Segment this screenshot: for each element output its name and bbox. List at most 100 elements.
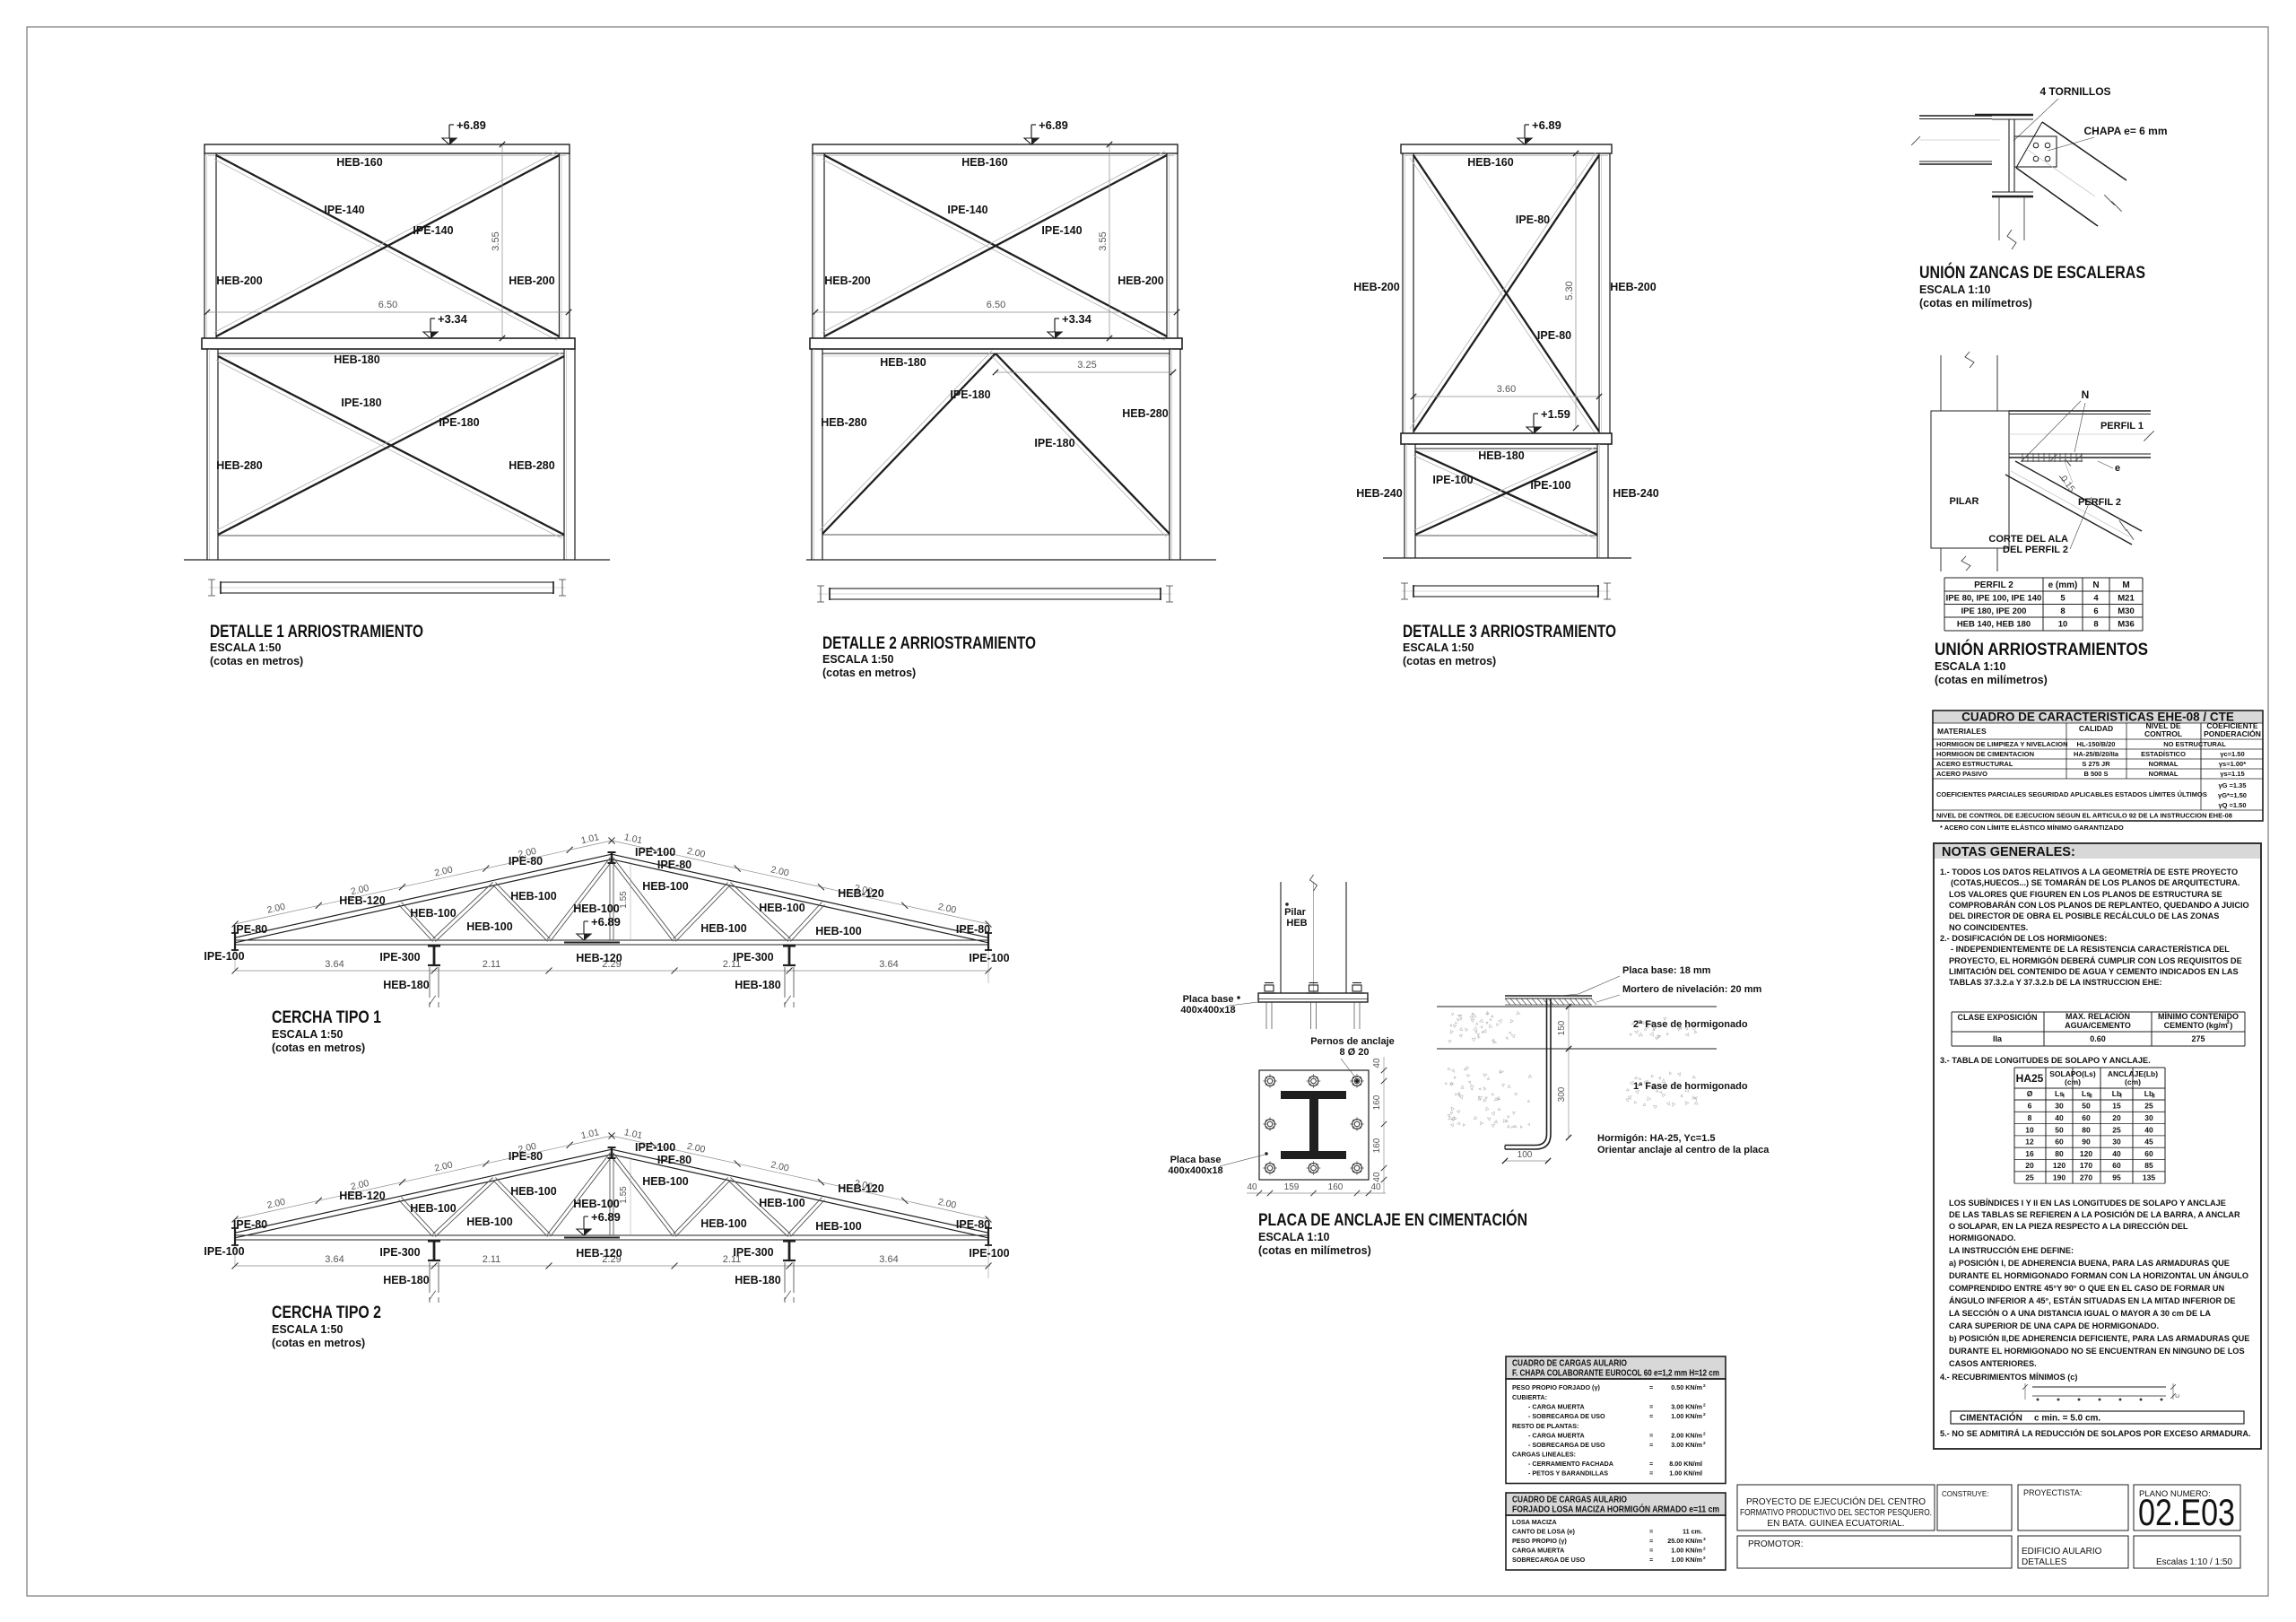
svg-text:LIMITACIÓN DEL CONTENIDO DE AG: LIMITACIÓN DEL CONTENIDO DE AGUA Y CEMEN… (1949, 966, 2239, 976)
svg-text:25: 25 (2025, 1173, 2034, 1182)
svg-text:CANTO DE LOSA (e): CANTO DE LOSA (e) (1512, 1528, 1575, 1536)
svg-text:HEB-180: HEB-180 (334, 353, 379, 366)
svg-text:=: = (1649, 1403, 1653, 1411)
svg-text:HEB-180: HEB-180 (880, 356, 926, 369)
svg-text:1.- TODOS LOS DATOS RELATIVOS: 1.- TODOS LOS DATOS RELATIVOS A LA GEOME… (1940, 867, 2238, 876)
svg-text:+1.59: +1.59 (1541, 407, 1570, 421)
svg-text:HA25: HA25 (2016, 1072, 2044, 1085)
svg-text:50: 50 (2082, 1102, 2091, 1111)
svg-text:II: II (2089, 1094, 2092, 1100)
svg-text:ESCALA 1:50: ESCALA 1:50 (272, 1323, 343, 1336)
svg-text:30: 30 (2055, 1102, 2064, 1111)
svg-text:2.11: 2.11 (723, 959, 742, 970)
svg-text:IPE-180: IPE-180 (1034, 437, 1074, 449)
svg-text:CONSTRUYE:: CONSTRUYE: (1942, 1490, 1988, 1498)
svg-text:M30: M30 (2118, 606, 2134, 616)
svg-text:2.00: 2.00 (266, 902, 287, 916)
svg-text:HEB-180: HEB-180 (735, 979, 780, 991)
svg-text:(cotas en metros): (cotas en metros) (272, 1042, 365, 1054)
svg-text:2.11: 2.11 (723, 1254, 742, 1265)
svg-text:30: 30 (2112, 1138, 2121, 1147)
svg-text:40: 40 (1372, 1058, 1382, 1068)
svg-text:DETALLE 1 ARRIOSTRAMIENTO: DETALLE 1 ARRIOSTRAMIENTO (210, 623, 423, 641)
svg-text:2: 2 (1703, 1556, 1706, 1561)
svg-text:DETALLES: DETALLES (2022, 1557, 2067, 1567)
svg-text:60: 60 (2144, 1149, 2153, 1158)
svg-text:0.50 KN/m: 0.50 KN/m (1671, 1383, 1702, 1391)
svg-text:CUADRO DE CARACTERISTICAS EHE-: CUADRO DE CARACTERISTICAS EHE-08 / CTE (1961, 711, 2234, 724)
svg-text:HEB: HEB (1286, 918, 1307, 929)
svg-text:=: = (1649, 1383, 1653, 1391)
svg-text:159: 159 (1284, 1182, 1300, 1192)
svg-text:80: 80 (2055, 1149, 2064, 1158)
svg-text:COEFICIENTES PARCIALES SEGURID: COEFICIENTES PARCIALES SEGURIDAD APLICAB… (1936, 790, 2207, 798)
svg-text:5.- NO SE ADMITIRÁ LA REDUCCIÓ: 5.- NO SE ADMITIRÁ LA REDUCCIÓN DE SOLAP… (1940, 1428, 2251, 1438)
svg-text:(cm): (cm) (2065, 1077, 2081, 1086)
svg-text:12: 12 (2025, 1138, 2034, 1147)
svg-text:20: 20 (2025, 1161, 2034, 1170)
svg-text:3.64: 3.64 (879, 1254, 898, 1265)
svg-text:400x400x18: 400x400x18 (1180, 1005, 1235, 1016)
svg-text:SOLAPO(Ls): SOLAPO(Ls) (2049, 1069, 2096, 1078)
svg-text:2: 2 (1703, 1432, 1706, 1437)
svg-text:HEB-160: HEB-160 (336, 156, 382, 169)
svg-text:40: 40 (2112, 1149, 2121, 1158)
svg-text:CARA SUPERIOR DE UNA CAPA DE H: CARA SUPERIOR DE UNA CAPA DE HORMIGONADO… (1949, 1321, 2159, 1330)
svg-text:B 500 S: B 500 S (2083, 770, 2108, 778)
svg-text:=: = (1649, 1537, 1653, 1545)
svg-text:HA-25/B/20/IIa: HA-25/B/20/IIa (2074, 750, 2119, 758)
svg-text:ACERO PASIVO: ACERO PASIVO (1936, 770, 1987, 778)
svg-text:0.60: 0.60 (2090, 1034, 2106, 1043)
svg-text:TABLAS 37.3.2.a Y 37.3.2.b DE: TABLAS 37.3.2.a Y 37.3.2.b DE LA INSTRUC… (1949, 978, 2162, 987)
svg-text:N: N (2082, 388, 2090, 401)
svg-text:25: 25 (2144, 1102, 2153, 1111)
svg-text:NIVEL DE CONTROL DE EJECUCION: NIVEL DE CONTROL DE EJECUCION SEGUN EL A… (1936, 812, 2232, 820)
svg-text:=: = (1649, 1469, 1653, 1478)
svg-text:3.64: 3.64 (325, 959, 344, 970)
svg-text:CORTE DEL ALA: CORTE DEL ALA (1988, 534, 2068, 545)
svg-text:M36: M36 (2118, 620, 2134, 630)
svg-text:3: 3 (1703, 1537, 1706, 1542)
svg-text:IPE-100: IPE-100 (204, 950, 244, 963)
svg-text:10: 10 (2025, 1125, 2034, 1134)
svg-text:HEB-200: HEB-200 (1610, 281, 1656, 293)
svg-text:Ø: Ø (2027, 1089, 2033, 1098)
svg-text:170: 170 (2080, 1161, 2092, 1170)
svg-text:b) POSICIÓN II,DE ADHERENCIA D: b) POSICIÓN II,DE ADHERENCIA DEFICIENTE,… (1949, 1333, 2249, 1343)
svg-text:- SOBRECARGA DE USO: - SOBRECARGA DE USO (1528, 1441, 1605, 1449)
svg-text:1ª Fase de hormigonado: 1ª Fase de hormigonado (1633, 1081, 1748, 1092)
svg-text:HEB-120: HEB-120 (576, 952, 622, 964)
svg-text:5: 5 (2060, 594, 2066, 604)
svg-text:ESCALA 1:50: ESCALA 1:50 (822, 653, 893, 666)
svg-text:CLASE EXPOSICIÓN: CLASE EXPOSICIÓN (1957, 1012, 2037, 1022)
svg-text:HEB-280: HEB-280 (509, 459, 554, 472)
svg-text:8: 8 (2060, 606, 2065, 616)
svg-text:HEB-100: HEB-100 (410, 907, 456, 920)
svg-text:Ls: Ls (2055, 1089, 2064, 1098)
svg-text:HEB-100: HEB-100 (510, 890, 556, 903)
svg-text:CASOS ANTERIORES.: CASOS ANTERIORES. (1949, 1359, 2037, 1368)
svg-text:PESO PROPIO (γ): PESO PROPIO (γ) (1512, 1537, 1567, 1545)
svg-text:N: N (2092, 580, 2099, 590)
svg-text:2.00: 2.00 (686, 846, 707, 860)
svg-text:(cm): (cm) (2125, 1077, 2141, 1086)
svg-text:1.00 KN/m: 1.00 KN/m (1671, 1556, 1702, 1564)
svg-text:HEB-120: HEB-120 (838, 1182, 883, 1195)
svg-text:Lb: Lb (2112, 1089, 2121, 1098)
svg-text:HEB-180: HEB-180 (1478, 449, 1524, 462)
svg-text:Escalas 1:10 / 1:50: Escalas 1:10 / 1:50 (2156, 1557, 2232, 1567)
svg-text:SOBRECARGA DE USO: SOBRECARGA DE USO (1512, 1556, 1586, 1564)
svg-text:300: 300 (1557, 1086, 1567, 1102)
svg-text:DE LAS TABLAS SE REFIEREN A LA: DE LAS TABLAS SE REFIEREN A LA POSICIÓN … (1949, 1209, 2240, 1219)
svg-text:+6.89: +6.89 (591, 915, 621, 929)
svg-text:(cotas en metros): (cotas en metros) (272, 1337, 365, 1349)
svg-text:2.11: 2.11 (483, 959, 501, 970)
svg-text:IPE-80: IPE-80 (509, 855, 543, 868)
svg-text:3.25: 3.25 (1077, 360, 1096, 371)
svg-text:PESO PROPIO FORJADO (γ): PESO PROPIO FORJADO (γ) (1512, 1383, 1600, 1391)
svg-text:8: 8 (2028, 1113, 2032, 1122)
svg-text:8 Ø 20: 8 Ø 20 (1339, 1047, 1369, 1058)
svg-text:HEB-100: HEB-100 (700, 1217, 746, 1230)
svg-text:1.01: 1.01 (580, 1127, 601, 1141)
svg-text:4: 4 (2093, 594, 2099, 604)
